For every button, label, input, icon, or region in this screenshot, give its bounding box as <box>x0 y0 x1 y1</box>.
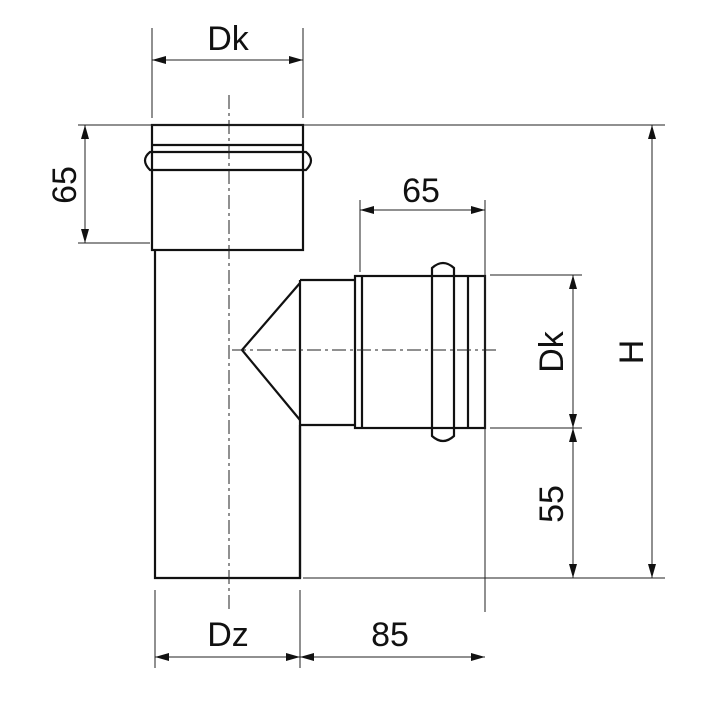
dim-top-socket-length: 65 <box>46 166 84 204</box>
dim-branch-offset-bottom: 55 <box>533 485 571 523</box>
dim-branch-diameter: Dk <box>533 330 571 373</box>
dim-total-height: H <box>613 340 651 365</box>
dimension-lines <box>78 28 665 668</box>
dim-body-diameter: Dz <box>207 616 249 654</box>
dim-branch-reach: 85 <box>371 616 409 654</box>
dim-top-diameter: Dk <box>207 20 250 58</box>
dim-branch-socket-length: 65 <box>402 172 440 210</box>
centerlines <box>228 95 500 612</box>
pipe-outline <box>143 123 487 580</box>
